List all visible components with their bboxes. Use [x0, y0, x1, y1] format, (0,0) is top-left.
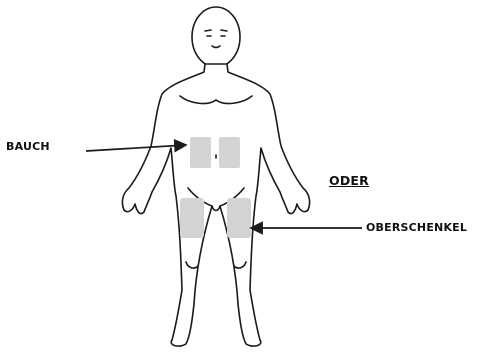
bauch-label: BAUCH — [6, 140, 50, 153]
abdomen-right-area — [219, 137, 240, 168]
thigh-right-area — [227, 198, 251, 238]
oberschenkel-label: OBERSCHENKEL — [366, 221, 467, 234]
oder-label: ODER — [329, 173, 369, 188]
abdomen-left-area — [190, 137, 211, 168]
body-outline — [122, 64, 309, 346]
thigh-left-area — [180, 198, 204, 238]
head-outline — [192, 7, 240, 67]
